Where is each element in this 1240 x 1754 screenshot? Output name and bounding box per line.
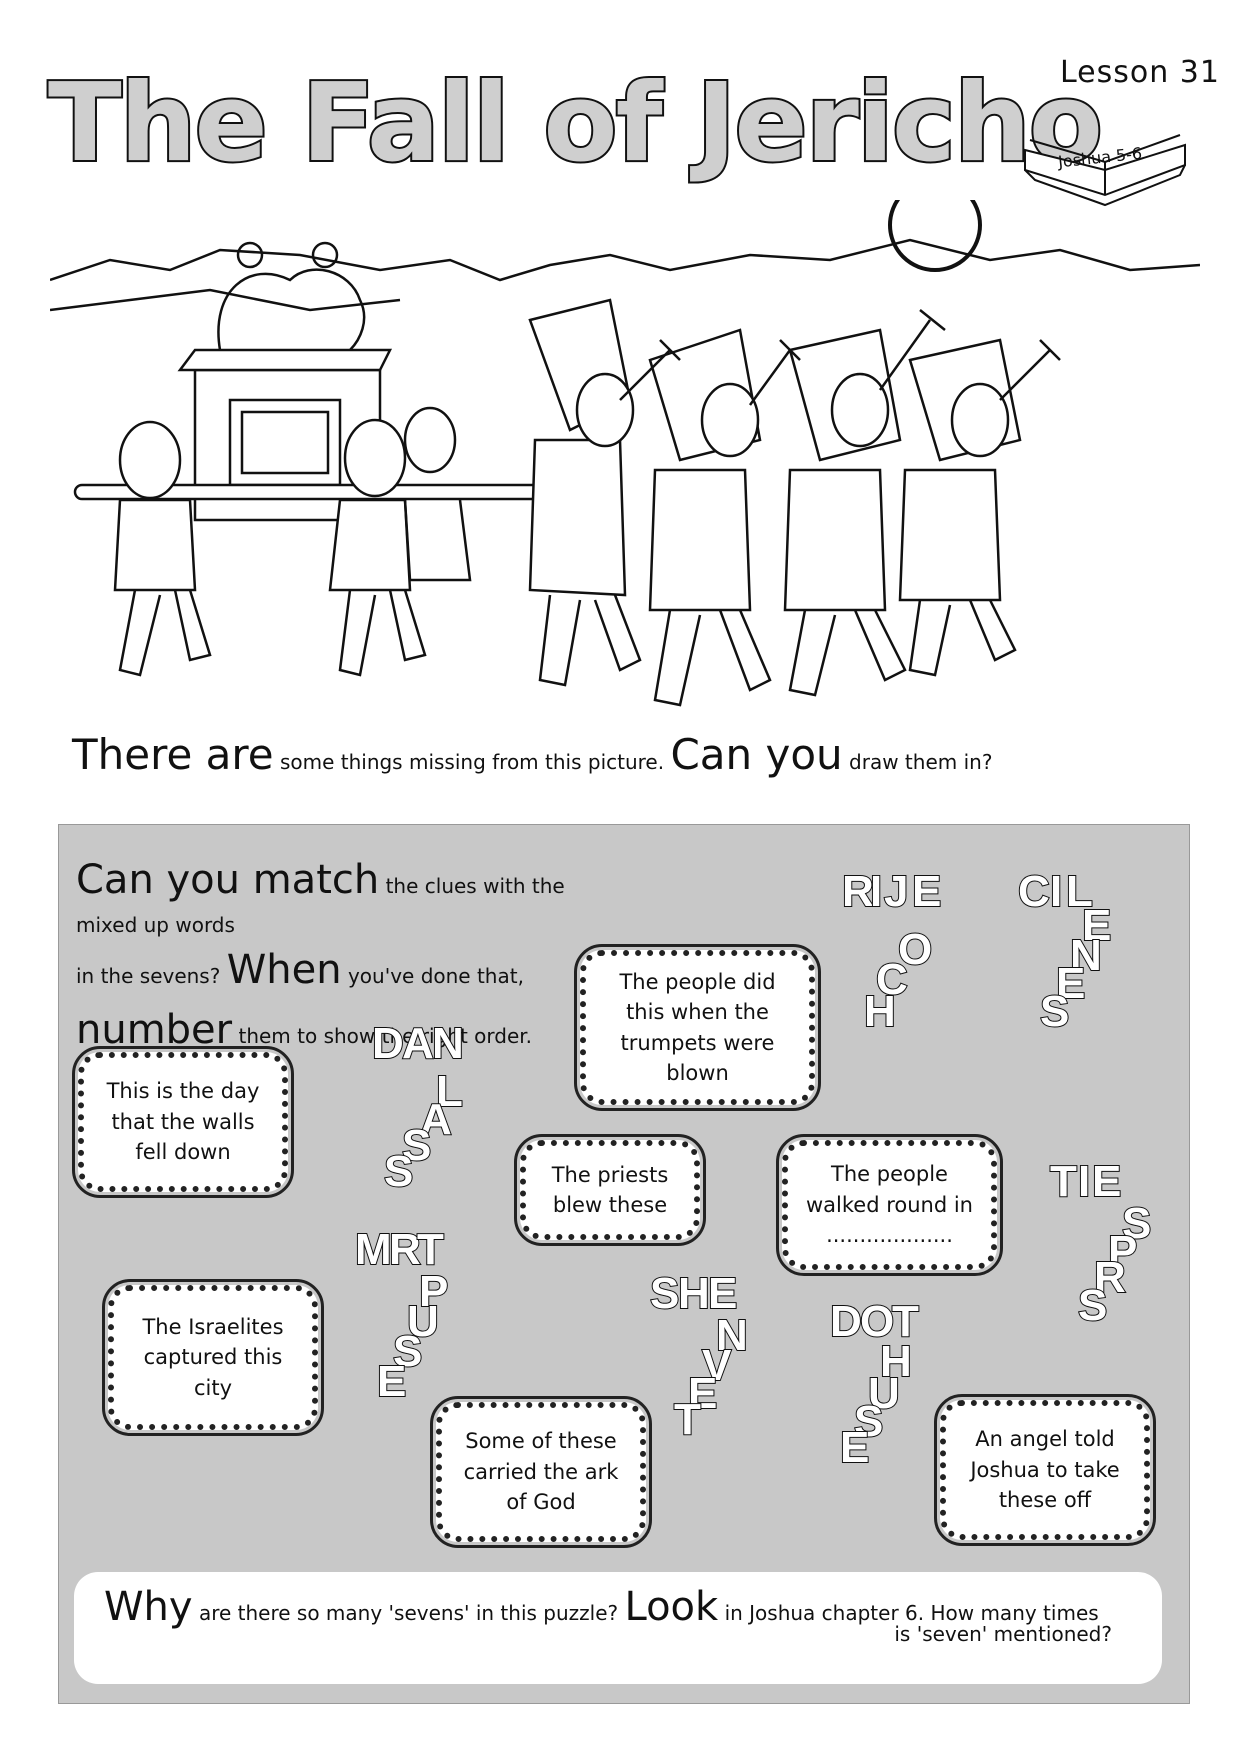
caption-there-are: There are	[72, 730, 274, 779]
lesson-number: Lesson 31	[1060, 55, 1220, 90]
clue-carried-ark: Some of these carried the ark of God	[430, 1396, 652, 1548]
bonus-why: Why	[104, 1584, 193, 1630]
puzzle-instructions: Can you match the clues with the mixed u…	[76, 850, 576, 1060]
clue-walked-round: The people walked round in .............…	[776, 1134, 1003, 1276]
bonus-question-box: Why are there so many 'sevens' in this p…	[74, 1572, 1162, 1684]
bonus-text-2: in Joshua chapter 6. How many times	[724, 1601, 1099, 1625]
clue-people-did: The people did this when the trumpets we…	[574, 944, 821, 1111]
picture-caption: There are some things missing from this …	[72, 730, 992, 779]
bonus-text-3: is 'seven' mentioned?	[894, 1622, 1112, 1646]
clue-angel-told: An angel told Joshua to take these off	[934, 1394, 1156, 1546]
intro-text-2: in the sevens?	[76, 964, 221, 988]
jericho-march-illustration	[50, 200, 1200, 707]
intro-number: number	[76, 1007, 233, 1053]
intro-can-you-match: Can you match	[76, 857, 380, 903]
page-title: The Fall of Jericho	[46, 61, 1105, 186]
caption-text-1: some things missing from this picture.	[279, 750, 665, 774]
clue-israelites-city: The Israelites captured this city	[102, 1279, 324, 1436]
intro-text-3: you've done that,	[347, 964, 524, 988]
bonus-text-1: are there so many 'sevens' in this puzzl…	[198, 1601, 619, 1625]
caption-can-you: Can you	[670, 730, 843, 779]
intro-when: When	[226, 947, 342, 993]
intro-text-1: the clues with the mixed up words	[76, 874, 565, 937]
open-bible-icon	[1024, 134, 1186, 207]
caption-text-2: draw them in?	[849, 750, 993, 774]
clue-day-walls-fell: This is the day that the walls fell down	[72, 1046, 294, 1198]
clue-priests-blew: The priests blew these	[514, 1134, 706, 1246]
bonus-look: Look	[624, 1584, 719, 1630]
intro-text-4: them to show the right order.	[238, 1024, 533, 1048]
